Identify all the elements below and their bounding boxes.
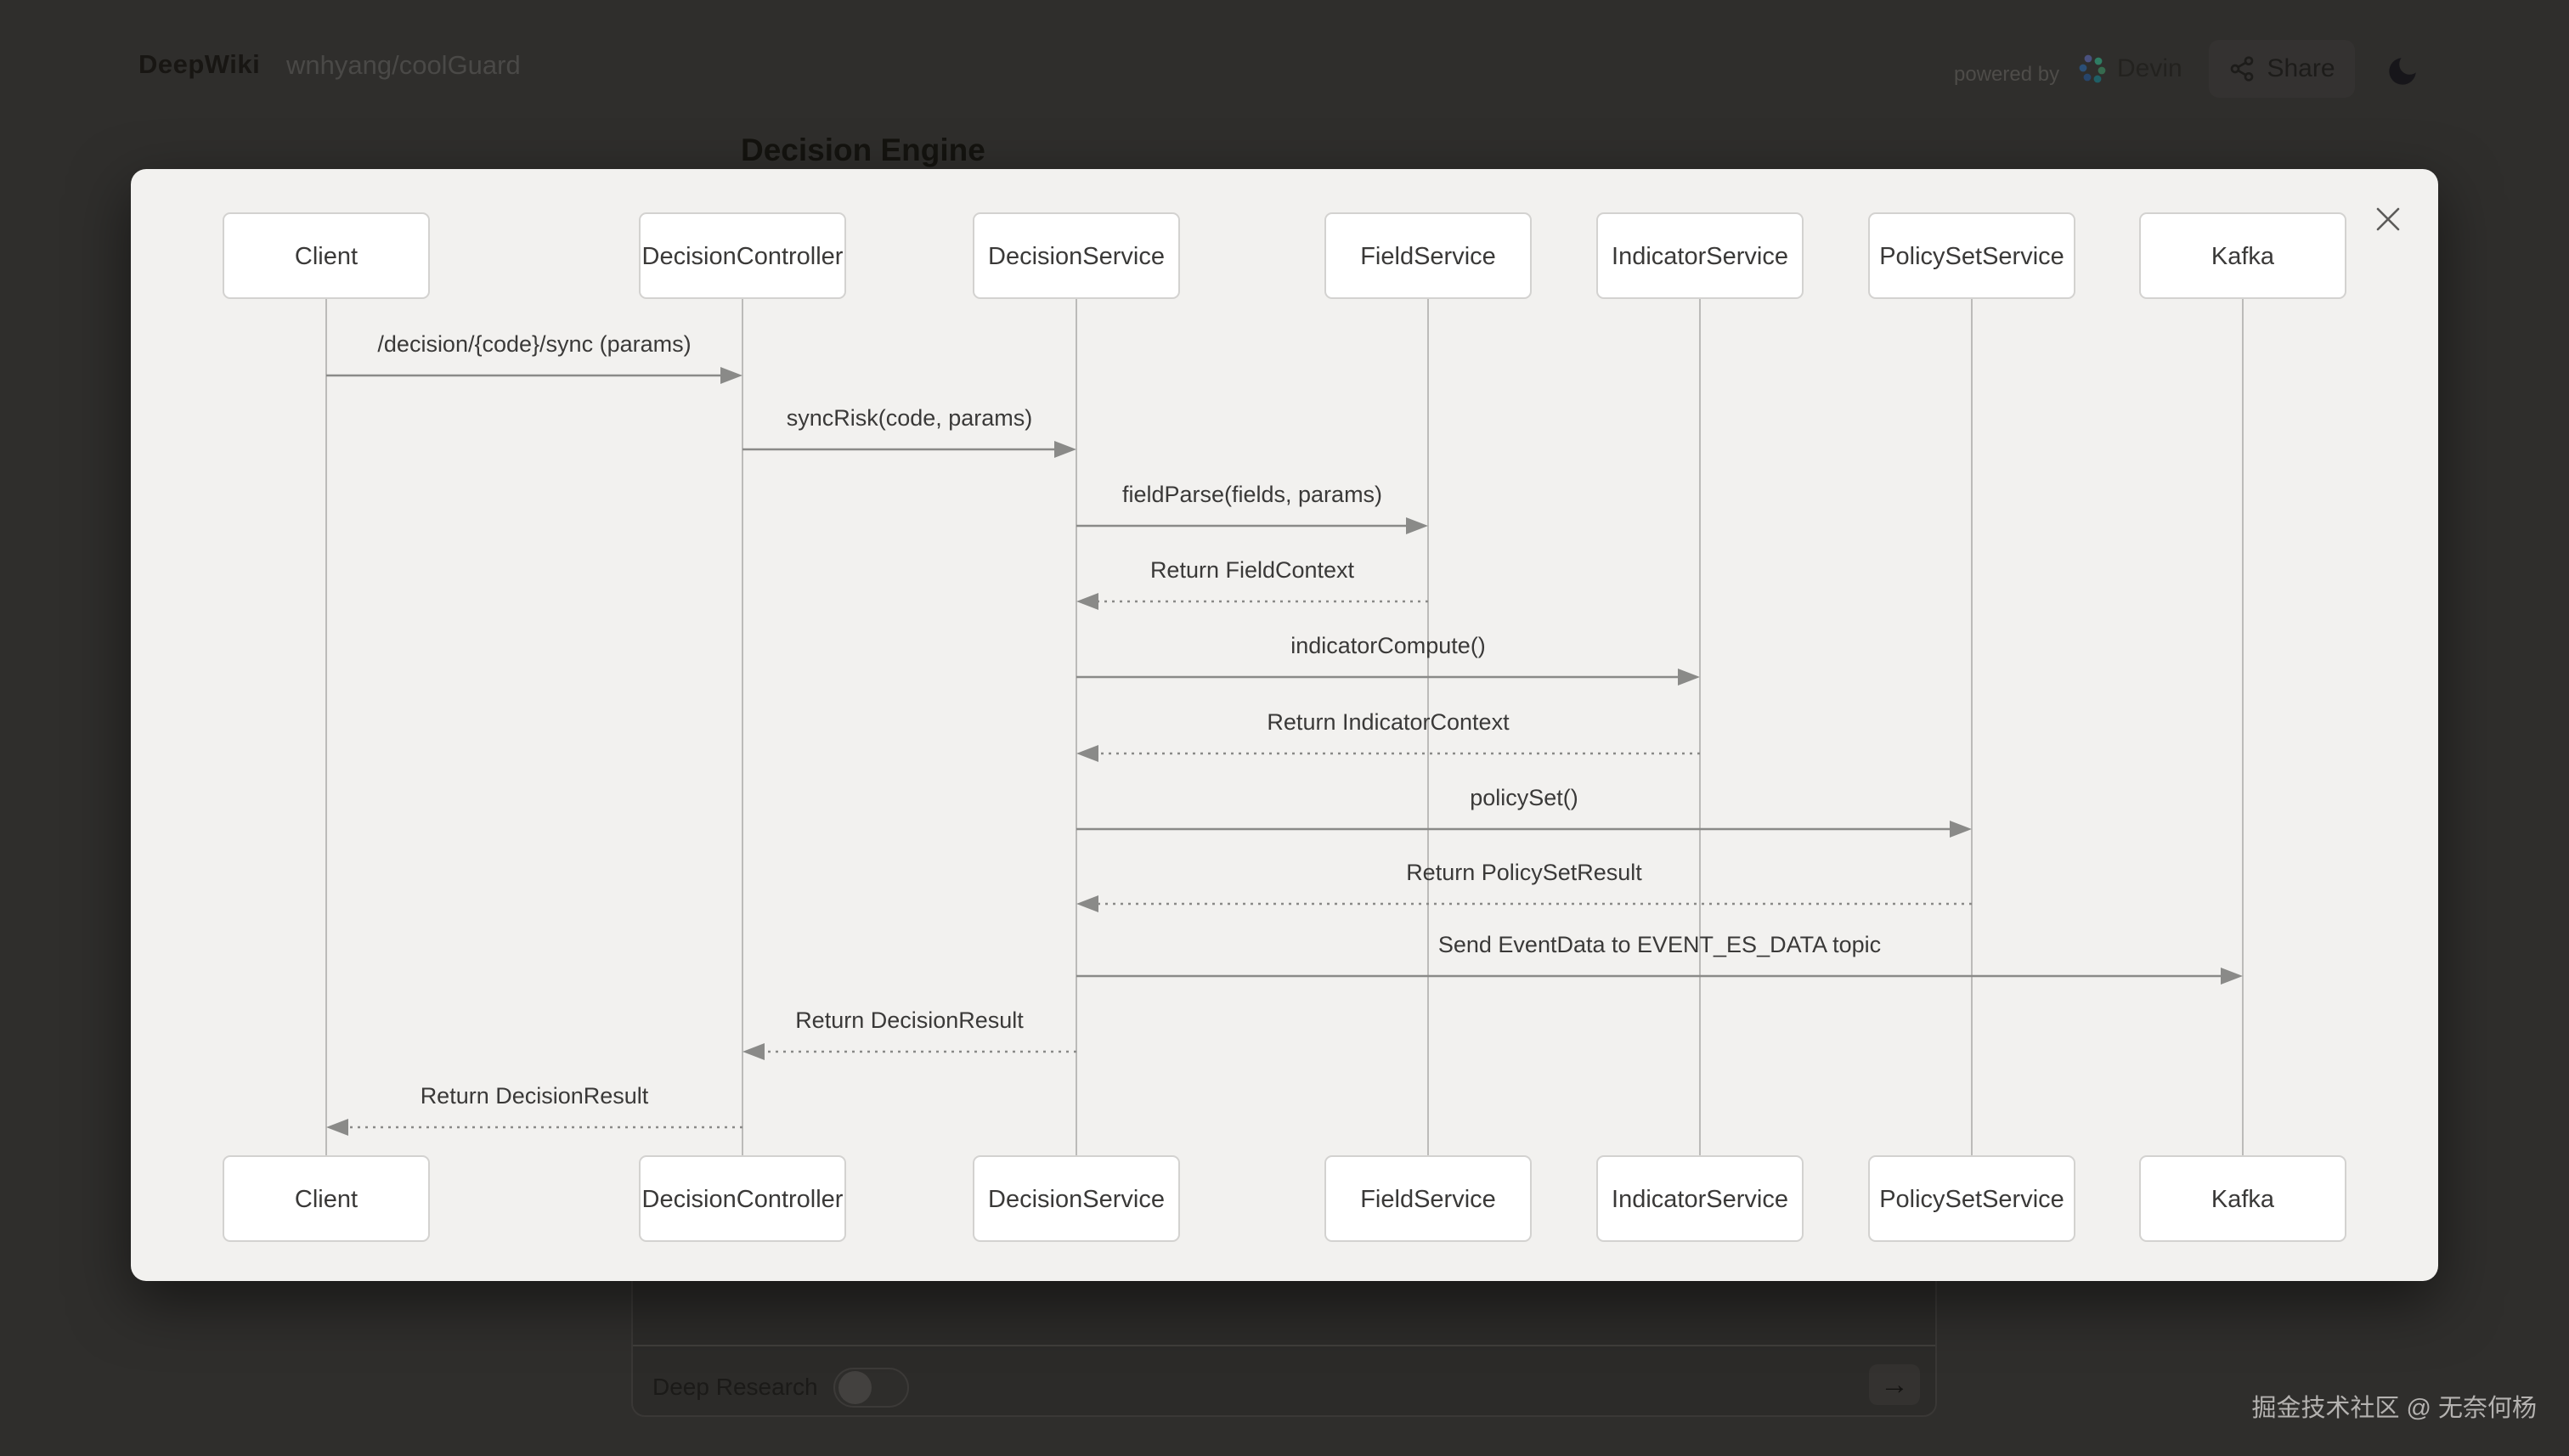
participant-label: PolicySetService <box>1879 1186 2064 1213</box>
message-arrowhead <box>1076 895 1098 912</box>
participant-box <box>639 1155 846 1242</box>
share-button[interactable]: Share <box>2209 40 2355 98</box>
participant-label: IndicatorService <box>1612 243 1788 270</box>
close-button[interactable] <box>2363 195 2413 244</box>
participant-box <box>223 1155 430 1242</box>
message-arrowhead <box>1950 821 1972 838</box>
share-button-label: Share <box>2267 54 2335 82</box>
participant-box <box>639 212 846 299</box>
message-arrowhead <box>720 367 742 384</box>
watermark-text: 掘金技术社区 @ 无奈何杨 <box>2251 1395 2537 1422</box>
participant-box <box>1596 212 1804 299</box>
participant-label: Client <box>295 243 358 270</box>
message-arrowhead <box>1076 593 1098 610</box>
breadcrumb-repo[interactable]: wnhyang/coolGuard <box>286 50 521 80</box>
page-title: Decision Engine <box>741 133 985 167</box>
participant-box <box>1324 1155 1532 1242</box>
participant-box <box>1868 1155 2075 1242</box>
participant-box <box>973 1155 1180 1242</box>
moon-icon <box>2385 54 2420 89</box>
participant-label: PolicySetService <box>1879 243 2064 270</box>
participant-label: DecisionService <box>988 243 1165 270</box>
participant-box <box>2139 1155 2346 1242</box>
message-arrowhead <box>1678 669 1700 686</box>
message-label: Send EventData to EVENT_ES_DATA topic <box>1438 932 1881 957</box>
message-label: Return FieldContext <box>1150 557 1355 583</box>
participant-label: FieldService <box>1360 243 1496 270</box>
powered-by-label[interactable]: powered by <box>1954 63 2060 86</box>
participant-box <box>1596 1155 1804 1242</box>
participant-label: Kafka <box>2211 243 2275 270</box>
message-label: syncRisk(code, params) <box>787 405 1033 431</box>
message-arrowhead <box>1076 745 1098 762</box>
participant-box <box>2139 212 2346 299</box>
participant-box <box>223 212 430 299</box>
share-nodes-icon <box>2228 55 2256 82</box>
participant-label: Kafka <box>2211 1186 2275 1213</box>
devin-logo-dots-icon <box>2076 53 2109 85</box>
message-label: Return DecisionResult <box>421 1083 649 1109</box>
participant-box <box>1324 212 1532 299</box>
message-arrowhead <box>1406 517 1428 534</box>
deep-research-toggle[interactable] <box>833 1368 909 1408</box>
participant-box <box>1868 212 2075 299</box>
message-label: Return PolicySetResult <box>1406 860 1642 885</box>
message-arrowhead <box>1054 441 1076 458</box>
message-label: fieldParse(fields, params) <box>1122 482 1382 507</box>
deepwiki-logo[interactable]: DeepWiki <box>138 49 261 79</box>
message-arrowhead <box>2221 968 2243 985</box>
arrow-right-icon: → <box>1880 1368 1909 1401</box>
participant-label: IndicatorService <box>1612 1186 1788 1213</box>
participant-label: DecisionController <box>642 243 844 270</box>
prompt-divider <box>633 1345 1935 1346</box>
toggle-knob <box>838 1371 872 1404</box>
participant-label: Client <box>295 1186 358 1213</box>
participant-label: DecisionService <box>988 1186 1165 1213</box>
message-arrowhead <box>742 1043 765 1060</box>
message-arrowhead <box>326 1119 348 1136</box>
participant-label: DecisionController <box>642 1186 844 1213</box>
x-icon <box>2374 206 2402 233</box>
message-label: indicatorCompute() <box>1290 633 1486 658</box>
message-label: policySet() <box>1470 785 1578 810</box>
participant-box <box>973 212 1180 299</box>
devin-label[interactable]: Devin <box>2117 54 2182 82</box>
message-label: Return IndicatorContext <box>1267 709 1510 735</box>
message-label: Return DecisionResult <box>795 1007 1024 1033</box>
deep-research-label: Deep Research <box>652 1374 818 1400</box>
message-label: /decision/{code}/sync (params) <box>377 331 691 357</box>
participant-label: FieldService <box>1360 1186 1496 1213</box>
submit-button[interactable]: → <box>1869 1364 1920 1405</box>
theme-toggle-button[interactable] <box>2382 51 2423 92</box>
